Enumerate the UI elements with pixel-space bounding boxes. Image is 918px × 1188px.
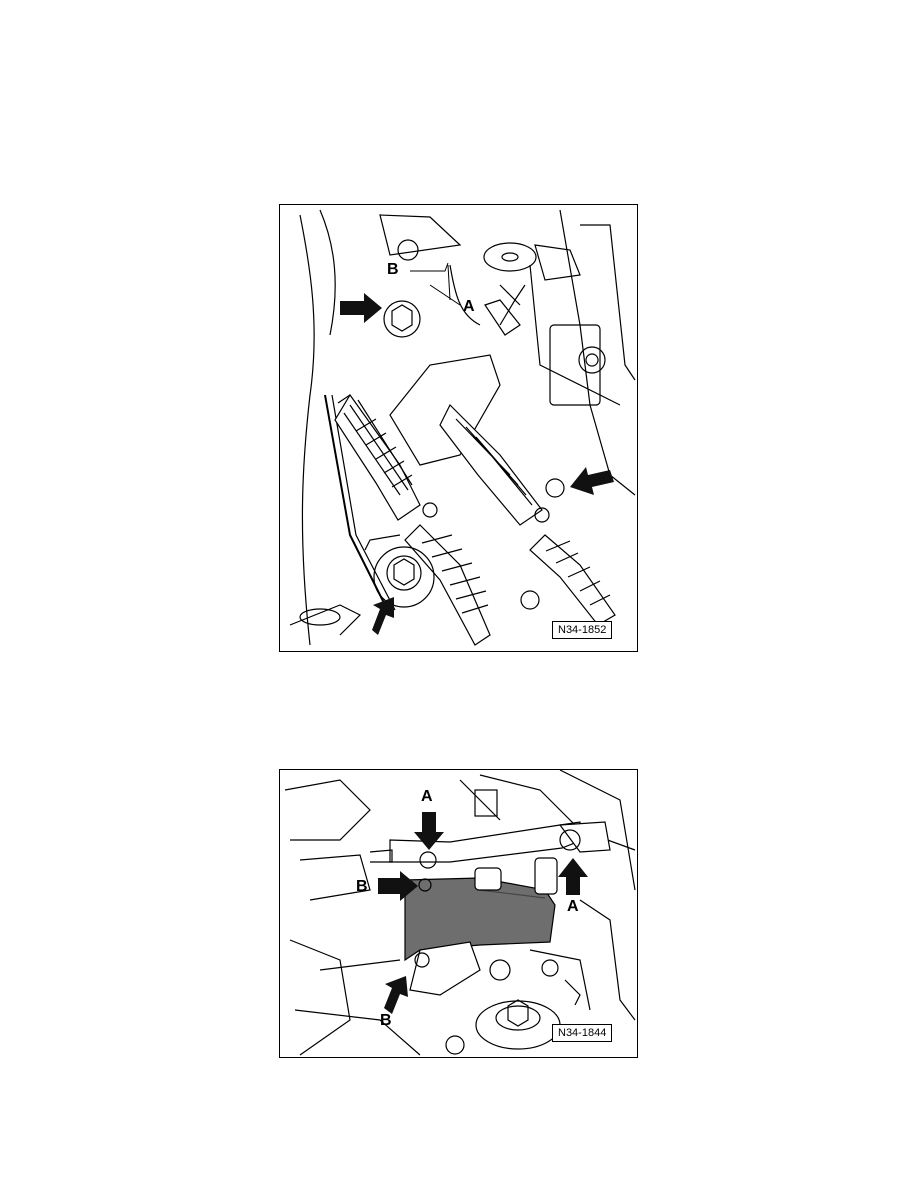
figure-1-illustration — [289, 209, 636, 646]
cable-boot-left — [334, 393, 421, 521]
figure-n34-1844: A B A B N34-1844 — [279, 769, 638, 1058]
figure-id-tag: N34-1852 — [552, 621, 613, 639]
figure-2-illustration — [284, 770, 636, 1056]
callout-arrow-icon — [340, 293, 614, 635]
callout-label-a: A — [463, 298, 475, 315]
callout-label-b: B — [387, 261, 399, 278]
callout-label-b-bottom: B — [380, 1012, 392, 1029]
figure-n34-1852: B A N34-1852 — [279, 204, 638, 652]
callout-label-b-mid: B — [356, 878, 368, 895]
cable-boot-right — [439, 403, 543, 526]
figure-id-tag: N34-1844 — [552, 1024, 613, 1042]
callout-arrow-icon — [378, 812, 588, 1014]
callout-label-a-right: A — [567, 898, 579, 915]
callout-label-a-top: A — [421, 788, 433, 805]
